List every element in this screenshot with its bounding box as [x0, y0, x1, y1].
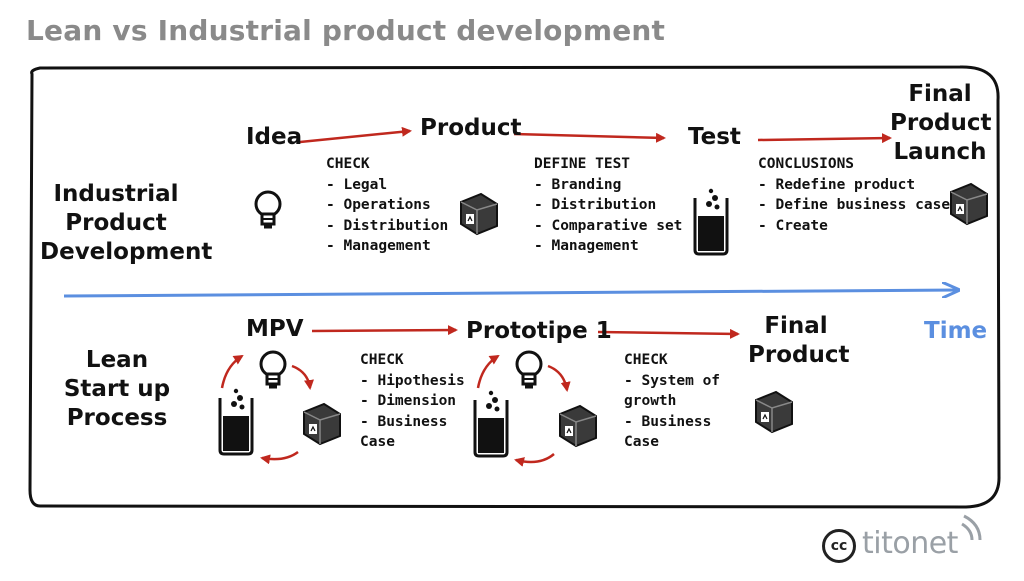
beaker-icon [693, 187, 729, 256]
box-icon [559, 405, 597, 447]
box-icon [303, 403, 341, 445]
cycle-arrow [291, 364, 314, 390]
check-item: - Dimension [360, 393, 457, 409]
lean-check-list: CHECK - Hipothesis - Dimension - Busines… [360, 350, 465, 453]
box-icon [460, 193, 498, 235]
cycle-arrow [476, 354, 500, 389]
lightbulb-icon [254, 190, 282, 229]
brand-logo: titonet [862, 526, 958, 561]
check-item: - Legal [326, 176, 388, 193]
check-title: CHECK [326, 156, 370, 172]
time-label: Time [924, 318, 988, 344]
box-icon [950, 183, 988, 225]
signal-icon [963, 514, 982, 541]
check-list: CHECK - Legal - Operations - Distributio… [326, 154, 448, 257]
step-product: Product [420, 115, 522, 141]
lightbulb-icon [259, 350, 287, 389]
check-title: CHECK [360, 352, 404, 368]
conclusions-item: - Create [758, 217, 828, 234]
step-idea: Idea [246, 124, 303, 150]
step-test: Test [688, 124, 741, 150]
arrow-product-test [513, 132, 666, 143]
step-prototype: Prototipe 1 [466, 318, 612, 344]
define-test-item: - Management [534, 238, 639, 254]
step-mpv: MPV [246, 316, 304, 342]
page-title: Lean vs Industrial product development [26, 14, 666, 47]
define-test-item: - Branding [534, 176, 622, 193]
step-final-product-launch: Final Product Launch [890, 81, 992, 165]
step-final-product: Final Product [748, 313, 850, 368]
check-item: - System of [624, 372, 721, 389]
check-item: Case [360, 434, 395, 450]
define-test-item: - Comparative set [534, 217, 683, 234]
cycle-arrow [260, 450, 299, 465]
arrow-idea-product [299, 126, 412, 144]
check-item: growth [624, 393, 677, 409]
check-item: - Hipothesis [360, 372, 465, 389]
cycle-arrow [547, 364, 571, 392]
lean-check-list-2: CHECK - System of growth - Business Case [624, 350, 720, 453]
check-item: - Business [624, 413, 712, 430]
check-item: - Business [360, 413, 448, 430]
beaker-icon [218, 387, 254, 456]
industrial-section-label: Industrial Product Development [40, 181, 213, 265]
outer-frame [28, 65, 1001, 509]
lean-section-label: Lean Start up Process [63, 347, 171, 431]
check-title: CHECK [624, 352, 668, 368]
conclusions-list: CONCLUSIONS - Redefine product - Define … [758, 154, 950, 236]
arrow-test-final [757, 133, 892, 144]
conclusions-item: - Define business case [758, 197, 951, 213]
cycle-arrow [514, 453, 555, 467]
check-item: - Distribution [326, 217, 449, 234]
check-item: Case [624, 434, 659, 450]
conclusions-item: - Redefine product [758, 176, 916, 193]
conclusions-title: CONCLUSIONS [758, 156, 855, 172]
cycle-arrow [220, 354, 244, 389]
timeline-arrow [63, 290, 958, 296]
beaker-icon [473, 389, 509, 458]
lightbulb-icon [515, 350, 543, 389]
box-icon [755, 391, 793, 433]
define-test-item: - Distribution [534, 197, 657, 213]
check-item: - Management [326, 238, 431, 254]
signal-icon [961, 522, 974, 541]
arrow-mpv-prototype [311, 325, 458, 336]
define-test-list: DEFINE TEST - Branding - Distribution - … [534, 154, 682, 257]
define-test-title: DEFINE TEST [534, 156, 631, 172]
arrow-prototype-final [597, 328, 740, 339]
check-item: - Operations [326, 197, 431, 213]
creative-commons-icon: cc [822, 529, 856, 563]
